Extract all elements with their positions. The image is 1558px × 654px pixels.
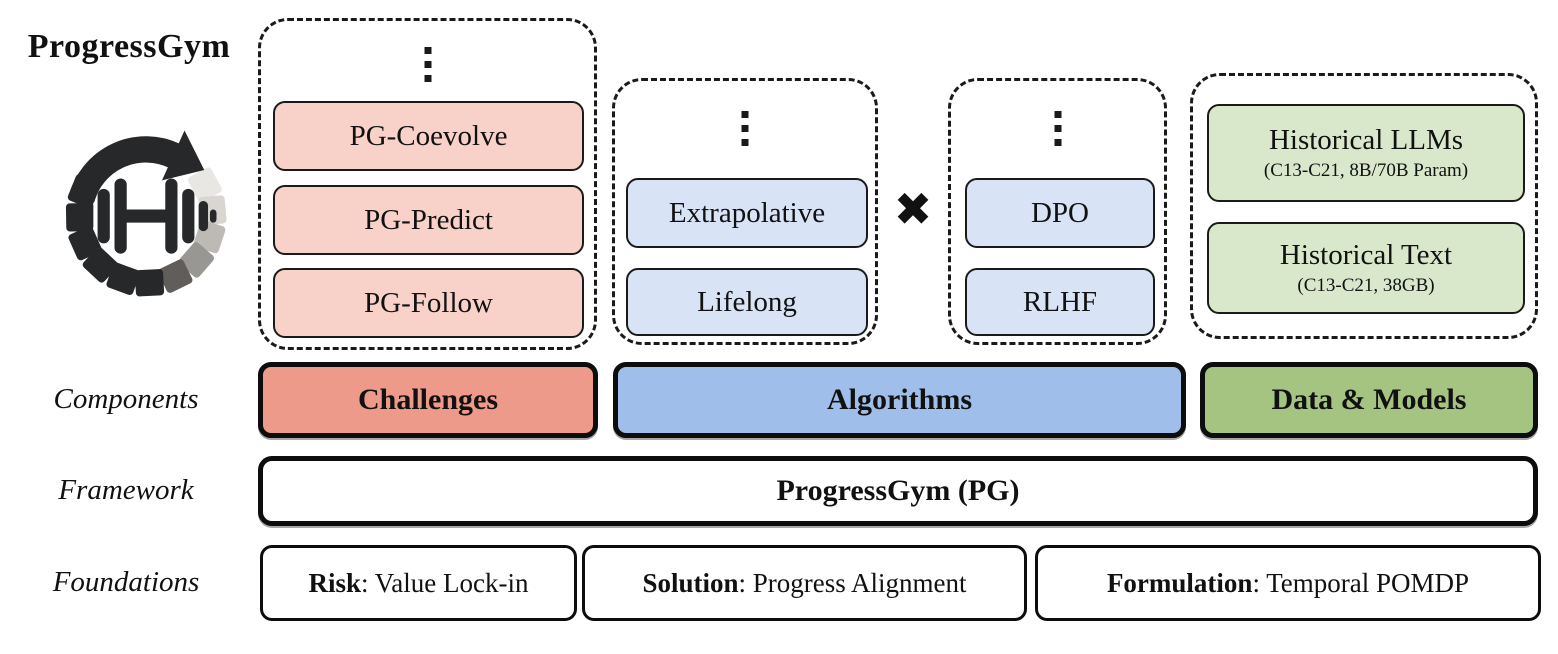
challenge-item-pg-follow: PG-Follow (273, 268, 584, 338)
data-item-title: Historical Text (1279, 239, 1453, 271)
dumbbell-icon (75, 178, 217, 254)
method-item-rlhf: RLHF (965, 268, 1155, 336)
foundation-desc: : Value Lock-in (361, 567, 529, 598)
row-label-components: Components (53, 383, 199, 415)
data-item-subtitle: (C13-C21, 38GB) (1297, 275, 1435, 296)
data-models-group: Historical LLMs (C13-C21, 8B/70B Param) … (1190, 73, 1538, 339)
data-item-subtitle: (C13-C21, 8B/70B Param) (1263, 160, 1469, 181)
foundation-term: Risk (308, 567, 362, 598)
foundation-desc: : Temporal POMDP (1252, 567, 1470, 598)
data-item-historical-text: Historical Text (C13-C21, 38GB) (1207, 222, 1525, 314)
challenge-item-pg-predict: PG-Predict (273, 185, 584, 255)
algorithm-paradigms-group: Extrapolative Lifelong (612, 78, 878, 345)
brand-title: ProgressGym (27, 28, 231, 65)
component-band-data-models: Data & Models (1200, 362, 1538, 438)
challenges-group: PG-Coevolve PG-Predict PG-Follow (258, 18, 597, 350)
row-label-framework: Framework (58, 474, 194, 506)
method-item-dpo: DPO (965, 178, 1155, 248)
component-band-challenges: Challenges (258, 362, 598, 438)
vertical-ellipsis-icon (424, 47, 431, 82)
foundation-term: Formulation (1106, 567, 1253, 598)
paradigm-item-extrapolative: Extrapolative (626, 178, 868, 248)
vertical-ellipsis-icon (741, 111, 749, 146)
foundation-box-formulation: Formulation: Temporal POMDP (1035, 545, 1541, 621)
foundation-box-risk: Risk: Value Lock-in (260, 545, 577, 621)
framework-box: ProgressGym (PG) (258, 456, 1538, 526)
row-label-foundations: Foundations (52, 566, 200, 598)
cross-product-icon: ✖ (893, 182, 933, 236)
foundation-desc: : Progress Alignment (738, 567, 967, 598)
foundation-box-solution: Solution: Progress Alignment (582, 545, 1027, 621)
paradigm-item-lifelong: Lifelong (626, 268, 868, 336)
foundation-term: Solution (642, 567, 739, 598)
data-item-title: Historical LLMs (1268, 124, 1464, 156)
progressgym-logo-icon (65, 130, 227, 297)
data-item-historical-llms: Historical LLMs (C13-C21, 8B/70B Param) (1207, 104, 1525, 202)
vertical-ellipsis-icon (1054, 111, 1061, 146)
challenge-item-pg-coevolve: PG-Coevolve (273, 101, 584, 171)
component-band-algorithms: Algorithms (613, 362, 1186, 438)
alignment-methods-group: DPO RLHF (948, 78, 1167, 345)
